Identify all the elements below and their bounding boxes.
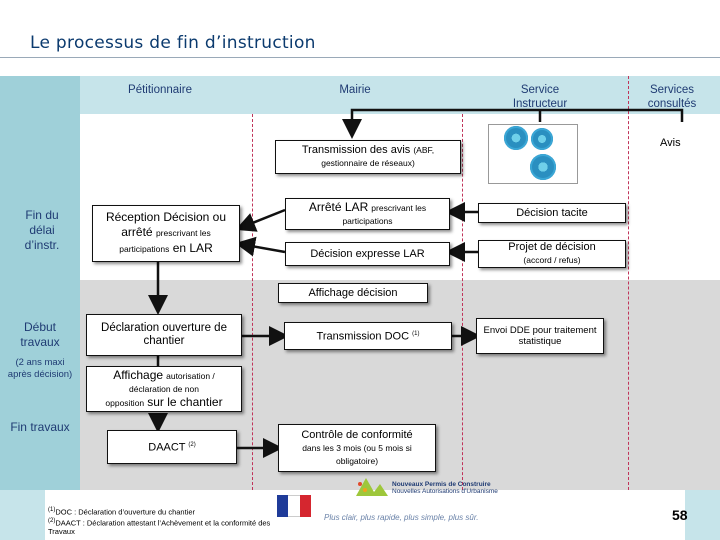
affichage-decision-box: Affichage décision bbox=[278, 283, 428, 303]
transmission-doc-note: (1) bbox=[412, 331, 420, 338]
transmission-doc-box: Transmission DOC (1) bbox=[284, 322, 452, 350]
daact-box: DAACT (2) bbox=[107, 430, 237, 464]
permis-logo-icon bbox=[352, 476, 392, 498]
lane-divider-3 bbox=[628, 76, 629, 490]
footnote-1: DOC : Déclaration d’ouverture du chantie… bbox=[55, 507, 195, 517]
reception-line-3-big: en LAR bbox=[172, 241, 213, 255]
reception-decision-box: Réception Décision ou arrêté prescrivant… bbox=[92, 205, 240, 262]
declaration-ouverture-box: Déclaration ouverture de chantier bbox=[86, 314, 242, 356]
transmission-avis-sub: gestionnaire de réseaux) bbox=[321, 158, 415, 168]
daact-note: (2) bbox=[188, 442, 196, 449]
column-header-band bbox=[80, 76, 720, 114]
controle-big: Contrôle de conformité bbox=[301, 428, 413, 441]
decision-tacite-box: Décision tacite bbox=[478, 203, 626, 223]
affichage-small-2: déclaration de non bbox=[129, 383, 199, 394]
footer-tagline: Plus clair, plus rapide, plus simple, pl… bbox=[324, 513, 479, 522]
transmission-avis-paren: (ABF, bbox=[413, 145, 435, 155]
gear-icon bbox=[530, 154, 556, 180]
envoi-dde-label: Envoi DDE pour traitement statistique bbox=[483, 325, 597, 347]
projet-decision-sub: (accord / refus) bbox=[523, 255, 581, 265]
footer-white-panel bbox=[45, 490, 685, 540]
lane-divider-2 bbox=[462, 114, 463, 490]
title-underline bbox=[0, 57, 720, 58]
side-label-fin-travaux: Fin travaux bbox=[10, 420, 70, 434]
affichage-autorisation-box: Affichage autorisation / déclaration de … bbox=[86, 366, 242, 412]
gear-icon bbox=[504, 126, 528, 150]
footnote-2: DAACT : Déclaration attestant l’Achèveme… bbox=[48, 518, 271, 536]
column-service-instructeur: Service Instructeur bbox=[512, 84, 568, 110]
side-label-debut-travaux: Début travaux bbox=[20, 320, 60, 349]
reception-line-3-small: participations bbox=[119, 244, 170, 254]
decision-tacite-label: Décision tacite bbox=[516, 206, 588, 219]
projet-decision-box: Projet de décision (accord / refus) bbox=[478, 240, 626, 268]
arrete-lar-box: Arrêté LAR prescrivant les participation… bbox=[285, 198, 450, 230]
side-label-deux-ans: (2 ans maxi après décision) bbox=[7, 357, 73, 380]
reception-line-2-small: prescrivant les bbox=[155, 228, 211, 238]
footnote-1-mark: (1) bbox=[48, 507, 56, 513]
lane-divider-1 bbox=[252, 114, 253, 490]
permis-logo-text-2: Nouvelles Autorisations d’Urbanisme bbox=[392, 488, 498, 495]
republique-francaise-logo bbox=[277, 495, 311, 517]
transmission-doc-label: Transmission DOC bbox=[316, 330, 410, 343]
affichage-small-1: autorisation / bbox=[166, 370, 215, 381]
projet-decision-label: Projet de décision bbox=[508, 241, 596, 253]
controle-conformite-box: Contrôle de conformité dans les 3 mois (… bbox=[278, 424, 436, 472]
declaration-ouverture-label: Déclaration ouverture de chantier bbox=[101, 322, 227, 347]
decision-expresse-box: Décision expresse LAR bbox=[285, 242, 450, 266]
envoi-dde-box: Envoi DDE pour traitement statistique bbox=[476, 318, 604, 354]
arrete-big: Arrêté LAR bbox=[308, 199, 369, 214]
permis-logo-text-1: Nouveaux Permis de Construire bbox=[392, 481, 491, 488]
page-number: 58 bbox=[672, 507, 688, 523]
column-mairie: Mairie bbox=[339, 84, 371, 96]
reception-line-1: Réception Décision ou bbox=[105, 210, 227, 224]
affichage-big-2: sur le chantier bbox=[147, 394, 223, 409]
affichage-small-3: opposition bbox=[105, 397, 145, 408]
decision-expresse-label: Décision expresse LAR bbox=[310, 247, 425, 260]
permis-logo-text: Nouveaux Permis de Construire Nouvelles … bbox=[392, 481, 498, 495]
gear-icon bbox=[531, 128, 553, 150]
footnote-2-mark: (2) bbox=[48, 517, 56, 524]
avis-label: Avis bbox=[660, 137, 681, 149]
reception-line-2-big: arrêté bbox=[121, 225, 153, 239]
column-petitionnaire: Pétitionnaire bbox=[128, 84, 192, 96]
daact-label: DAACT bbox=[148, 441, 186, 454]
transmission-avis-box: Transmission des avis (ABF, gestionnaire… bbox=[275, 140, 461, 174]
affichage-decision-label: Affichage décision bbox=[308, 286, 398, 299]
transmission-avis-main: Transmission des avis bbox=[301, 144, 411, 156]
left-side-band bbox=[0, 76, 80, 490]
arrete-small-1: prescrivant les bbox=[371, 202, 427, 213]
side-label-fin-delai: Fin du délai d’instr. bbox=[24, 208, 60, 252]
affichage-big: Affichage bbox=[113, 367, 164, 382]
page-title: Le processus de fin d’instruction bbox=[30, 33, 316, 53]
footnotes: (1)DOC : Déclaration d’ouverture du chan… bbox=[48, 506, 280, 536]
arrete-small-2: participations bbox=[342, 215, 393, 226]
column-services-consultes: Services consultés bbox=[647, 84, 697, 110]
controle-small: dans les 3 mois (ou 5 mois si obligatoir… bbox=[302, 442, 412, 466]
